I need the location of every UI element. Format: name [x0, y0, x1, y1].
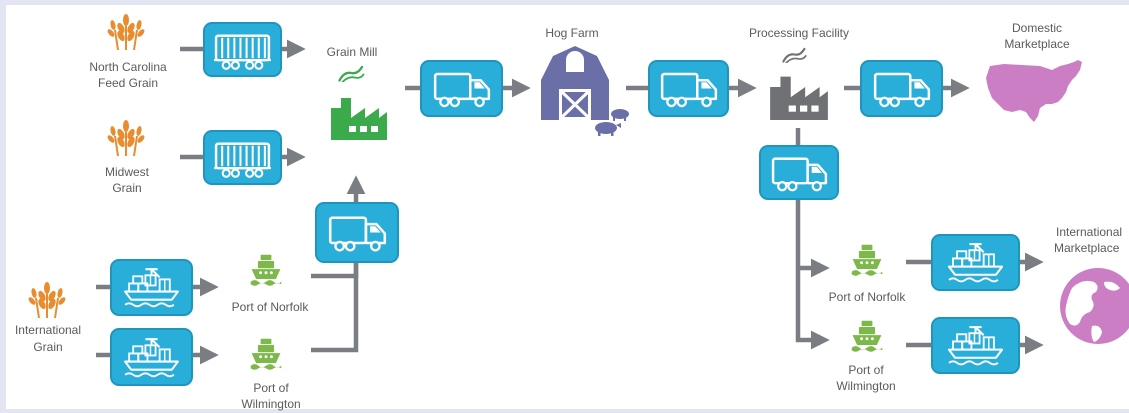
- import-port-wilmington: Port of Wilmington: [241, 338, 301, 411]
- port-label: Port of: [253, 381, 289, 395]
- port-label: Wilmington: [836, 379, 895, 393]
- port-label: Port of Norfolk: [232, 300, 310, 314]
- truck-transport-to-domestic: [860, 60, 943, 117]
- source-label: North Carolina: [89, 60, 167, 74]
- truck-transport-to-export: [759, 145, 839, 200]
- source-midwest-grain: Midwest Grain: [105, 119, 150, 195]
- transport-box: [759, 145, 839, 200]
- source-nc-feed-grain: North Carolina Feed Grain: [89, 13, 167, 90]
- transport-box: [860, 60, 943, 117]
- port-label: Port of: [848, 363, 884, 377]
- source-label: Midwest: [105, 165, 150, 179]
- international-marketplace: International Marketplace: [1054, 225, 1129, 344]
- processing-facility: Processing Facility: [749, 26, 849, 120]
- export-port-norfolk: Port of Norfolk: [829, 244, 907, 304]
- truck-transport-farm-to-processing: [648, 60, 729, 117]
- export-port-wilmington: Port of Wilmington: [836, 320, 896, 393]
- transport-box: [420, 60, 503, 117]
- transport-box: [110, 328, 193, 386]
- grain-mill-label: Grain Mill: [327, 45, 378, 59]
- cargo-ship-export-norfolk: [931, 234, 1020, 291]
- arrow-to-export-wilmington: [795, 198, 830, 350]
- truck-transport-mill-to-farm: [420, 60, 503, 117]
- market-label: Marketplace: [1004, 37, 1070, 51]
- cargo-ship-import-norfolk: [110, 259, 193, 316]
- transport-box: [110, 259, 193, 316]
- source-international-grain: International Grain: [15, 281, 81, 354]
- cargo-ship-export-wilmington: [931, 317, 1020, 374]
- globe-icon: [1060, 268, 1129, 344]
- rail-transport-midwest: [203, 130, 282, 185]
- usa-map-icon: [986, 60, 1082, 122]
- source-label: Grain: [112, 181, 141, 195]
- grain-mill: Grain Mill: [327, 45, 387, 140]
- pig-icon: [595, 109, 629, 136]
- truck-transport-ports-to-mill: [315, 202, 399, 263]
- transport-box: [315, 202, 399, 263]
- barn-icon: [541, 46, 609, 120]
- domestic-marketplace: Domestic Marketplace: [986, 21, 1082, 122]
- market-label: Marketplace: [1054, 241, 1120, 255]
- market-label: International: [1056, 225, 1122, 239]
- port-label: Port of Norfolk: [829, 290, 907, 304]
- hog-farm: Hog Farm: [541, 26, 629, 136]
- flow-arrows: [96, 39, 1044, 365]
- source-label: Grain: [33, 340, 62, 354]
- import-port-norfolk: Port of Norfolk: [232, 254, 310, 314]
- rail-transport-nc: [203, 22, 282, 77]
- source-label: Feed Grain: [98, 76, 158, 90]
- cargo-ship-import-wilmington: [110, 328, 193, 386]
- processing-facility-label: Processing Facility: [749, 26, 849, 40]
- transport-box: [931, 317, 1020, 374]
- hog-farm-label: Hog Farm: [545, 26, 598, 40]
- transport-boxes: [110, 22, 1020, 386]
- market-label: Domestic: [1012, 21, 1062, 35]
- connector-line: [311, 262, 359, 353]
- transport-box: [931, 234, 1020, 291]
- port-label: Wilmington: [241, 397, 300, 411]
- source-label: International: [15, 323, 81, 337]
